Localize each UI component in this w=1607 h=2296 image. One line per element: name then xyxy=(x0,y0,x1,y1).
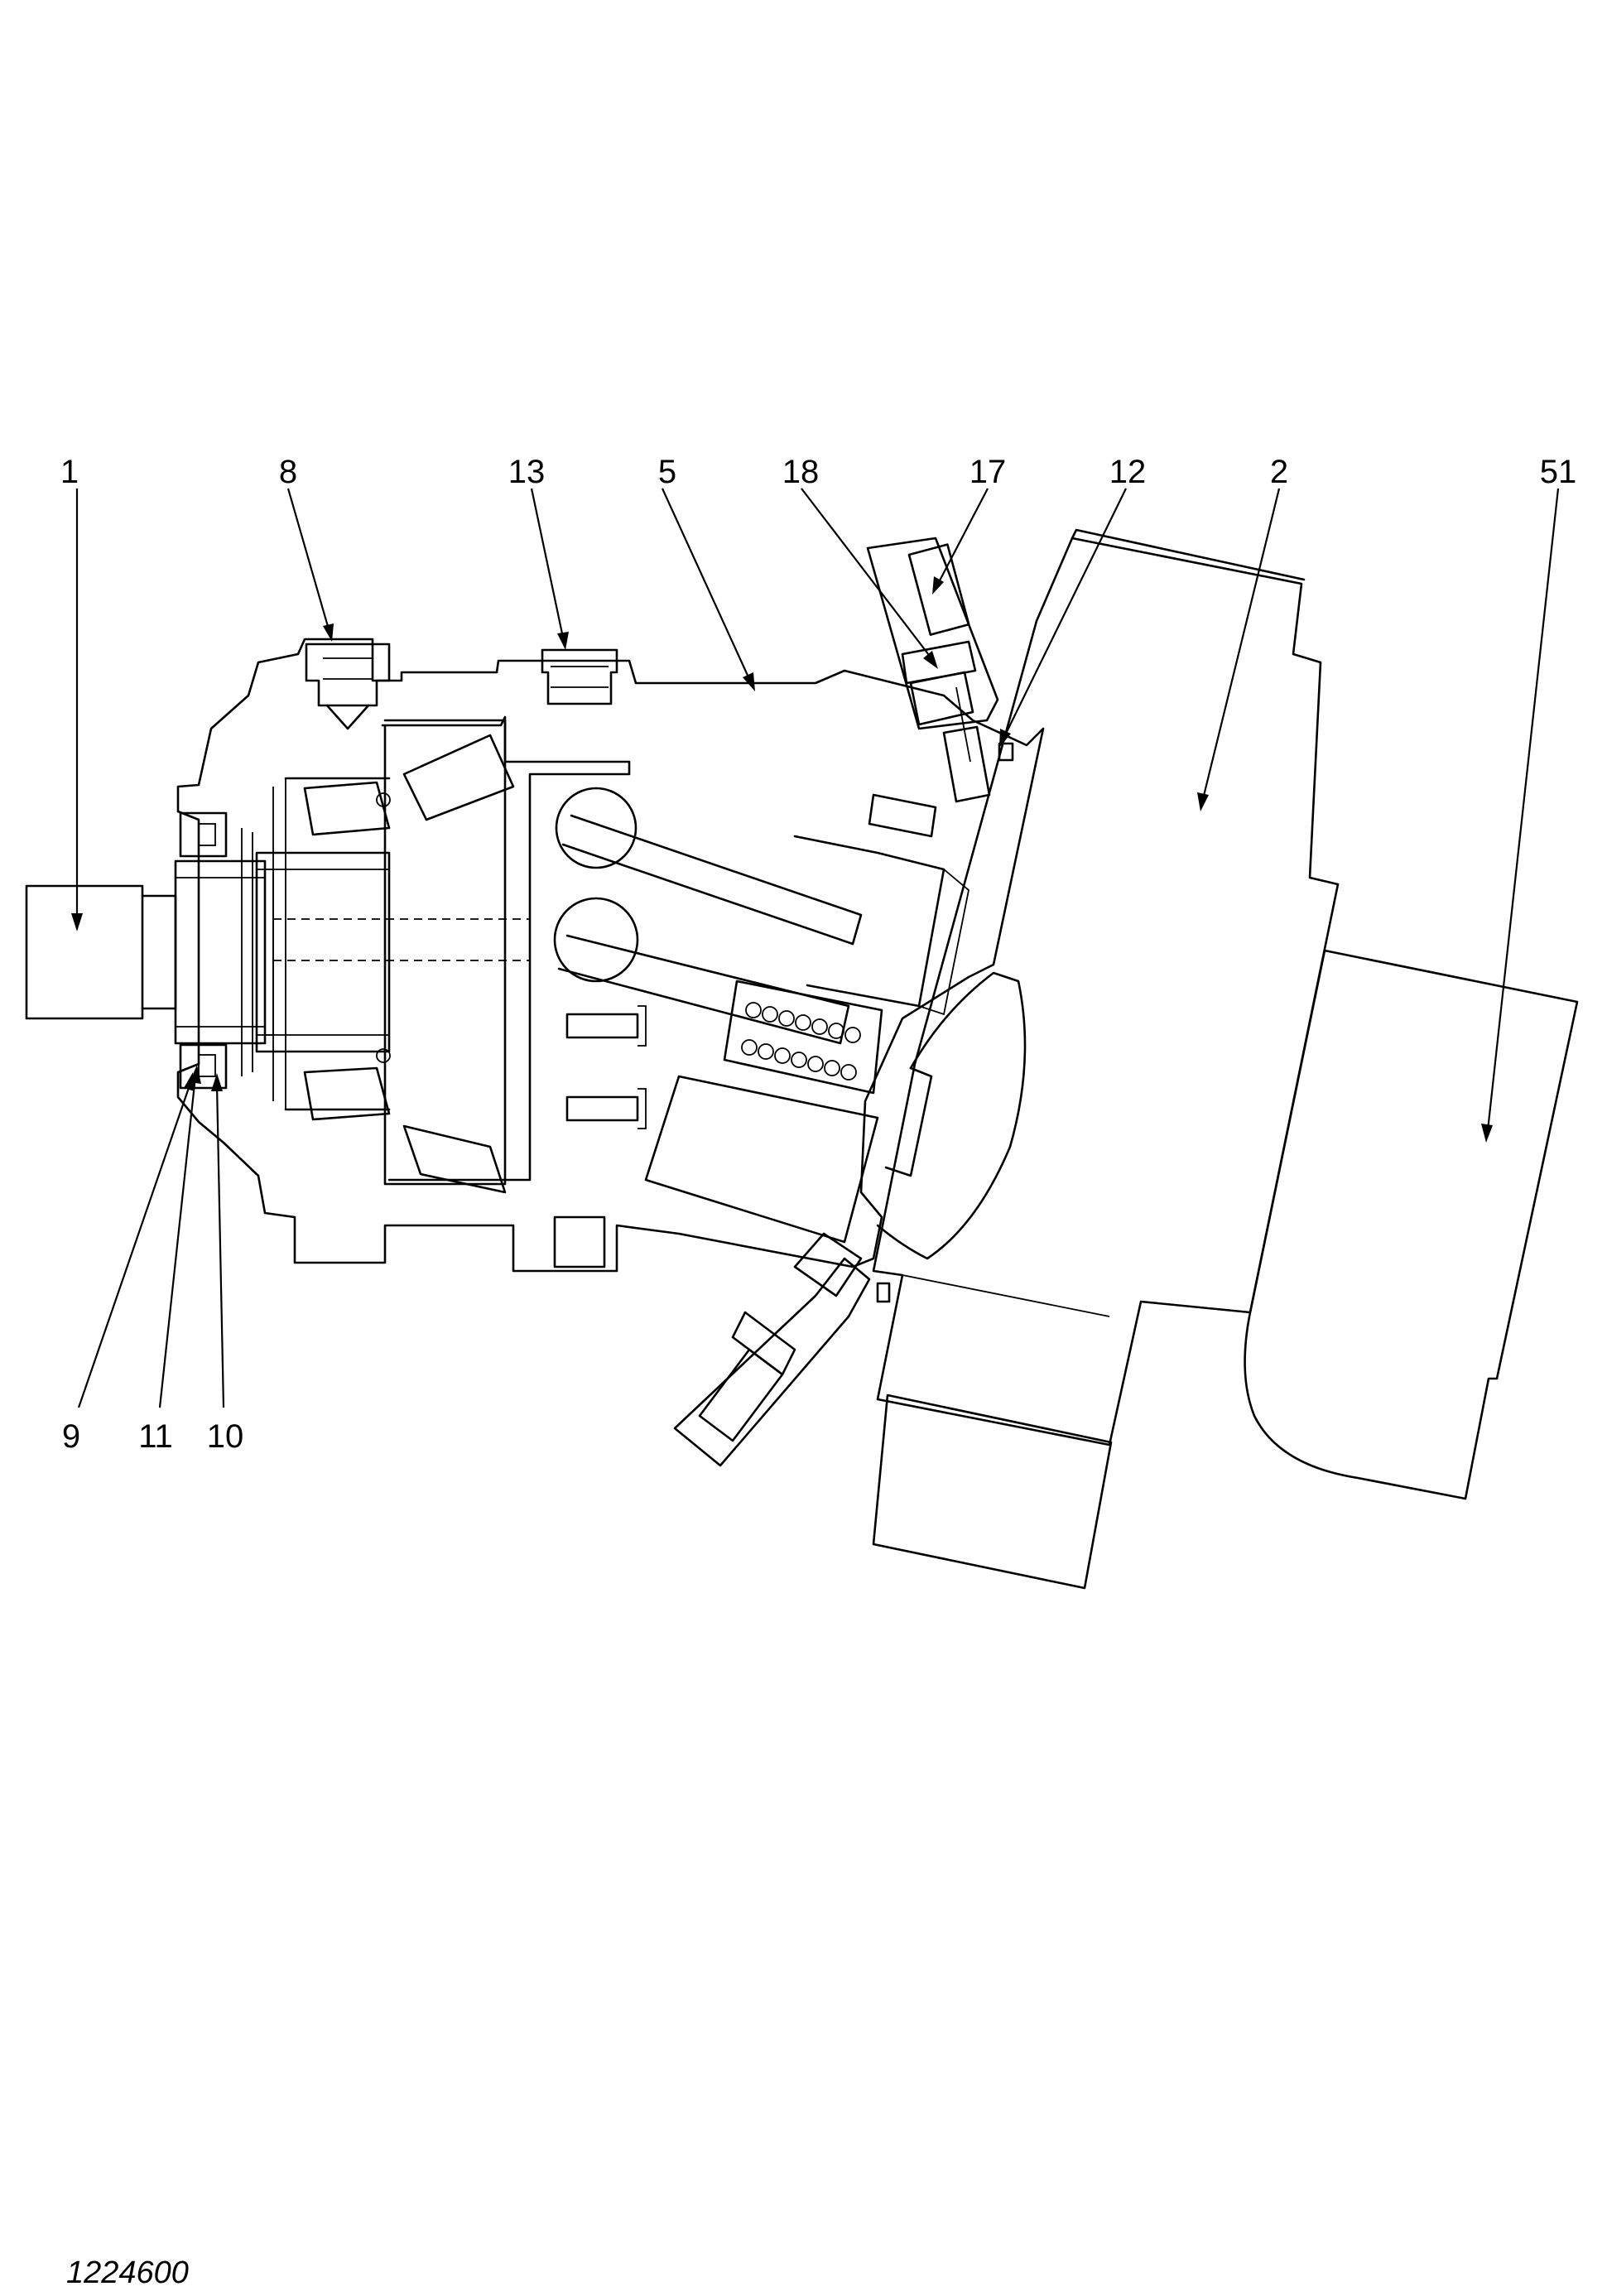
lower-adjusting-screw xyxy=(673,1232,891,1467)
callout-18: 18 xyxy=(782,454,820,490)
callout-17: 17 xyxy=(969,454,1007,490)
callout-13: 13 xyxy=(508,454,546,490)
callout-1: 1 xyxy=(60,454,79,490)
housing-details xyxy=(553,793,937,1268)
valve-plate xyxy=(876,971,1027,1260)
part-8-plug xyxy=(305,643,391,730)
part-2-housing xyxy=(872,528,1340,1590)
part-12-pin xyxy=(998,742,1014,762)
callout-2: 2 xyxy=(1270,454,1288,490)
piston-lower xyxy=(553,897,883,1244)
part-17-adjusting-screw xyxy=(866,537,999,803)
callout-11: 11 xyxy=(138,1418,173,1455)
part-13-plug xyxy=(541,648,618,705)
document-number: 1224600 xyxy=(66,2255,189,2290)
part-51-block xyxy=(1244,949,1579,1500)
part-1-drive-shaft xyxy=(25,859,274,1045)
callout-labels: 1 8 13 5 18 17 12 2 51 9 11 10 xyxy=(60,454,1576,1455)
callout-leaders xyxy=(71,488,1560,1408)
callout-8: 8 xyxy=(279,454,297,490)
front-housing xyxy=(176,638,1045,1273)
callout-51: 51 xyxy=(1540,454,1577,490)
callout-9: 9 xyxy=(62,1418,80,1455)
piston-upper xyxy=(555,787,969,1016)
callout-5: 5 xyxy=(658,454,676,490)
spring xyxy=(741,1002,861,1081)
callout-10: 10 xyxy=(207,1418,244,1455)
callout-12: 12 xyxy=(1109,454,1147,490)
